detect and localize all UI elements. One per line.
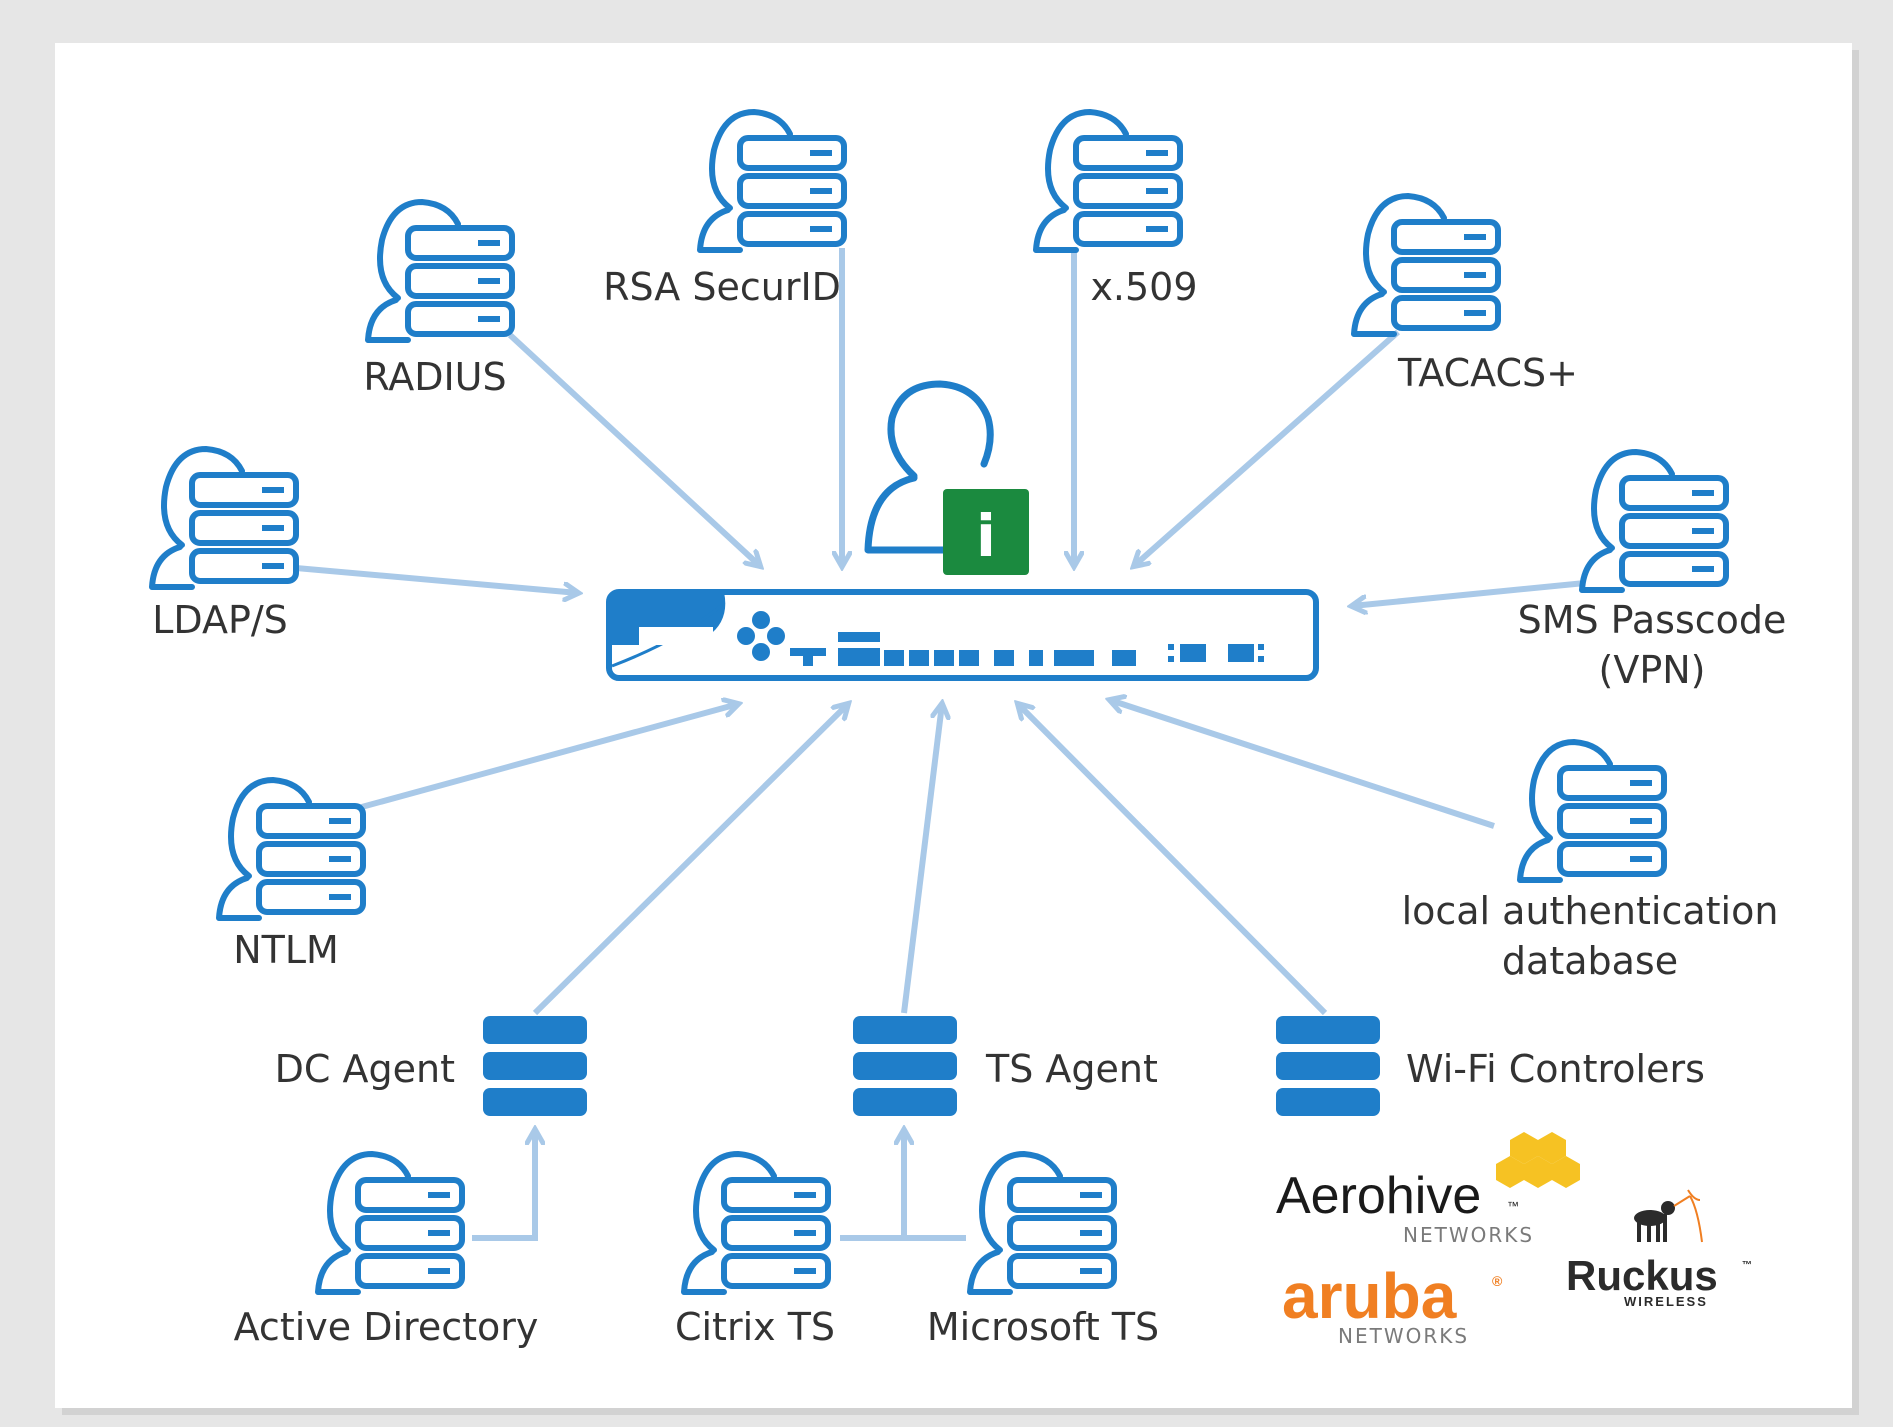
- aerohive-tm: ™: [1507, 1199, 1519, 1213]
- user-server-icon: [219, 780, 363, 918]
- ruckus-subtitle: WIRELESS: [1624, 1294, 1708, 1309]
- user-server-icon: [152, 449, 296, 587]
- node-sms: SMS Passcode (VPN): [1518, 452, 1787, 692]
- user-server-icon: [970, 1154, 1114, 1292]
- node-tacacs: TACACS+: [1354, 196, 1578, 395]
- node-label: NTLM: [233, 928, 339, 972]
- user-server-icon: [1582, 452, 1726, 590]
- node-x509: x.509: [1036, 112, 1198, 309]
- user-server-icon: [684, 1154, 828, 1292]
- arrow-ldap: [295, 565, 578, 593]
- user-server-icon: [1354, 196, 1498, 334]
- node-dcagent: DC Agent: [275, 1016, 587, 1116]
- node-label: Citrix TS: [675, 1305, 835, 1349]
- node-ldap: LDAP/S: [152, 449, 296, 642]
- node-ntlm: NTLM: [219, 780, 363, 972]
- arrow-sms: [1352, 580, 1586, 606]
- node-label: TACACS+: [1397, 351, 1578, 395]
- aerohive-wordmark: Aerohive: [1276, 1167, 1481, 1225]
- arrow-localdb: [1110, 700, 1495, 829]
- arrow-wifi: [1018, 704, 1328, 1016]
- node-label: LDAP/S: [152, 598, 288, 642]
- aruba-subtitle: NETWORKS: [1338, 1324, 1469, 1348]
- ruckus-wordmark: Ruckus: [1566, 1252, 1718, 1299]
- user-server-icon: [1520, 742, 1664, 880]
- user-server-icon: [368, 202, 512, 340]
- node-mstts: Microsoft TS: [927, 1154, 1159, 1349]
- firewall-appliance-icon: [606, 589, 1319, 681]
- ruckus-logo: Ruckus ™ WIRELESS: [1566, 1189, 1752, 1309]
- node-label: x.509: [1090, 265, 1197, 309]
- arrow-ad-to-dcagent: [472, 1130, 535, 1241]
- diagram-frame: [55, 43, 1852, 1408]
- arrow-dcagent: [532, 704, 848, 1016]
- node-wifi: Wi-Fi Controlers: [1276, 1016, 1705, 1116]
- node-radius: RADIUS: [363, 202, 512, 399]
- ruckus-dog-icon: [1634, 1189, 1703, 1243]
- node-ad: Active Directory: [234, 1154, 539, 1349]
- aruba-reg: ®: [1492, 1273, 1503, 1289]
- arrow-radius: [507, 332, 760, 566]
- node-label: DC Agent: [275, 1047, 455, 1091]
- node-localdb: local authentication database: [1402, 742, 1779, 983]
- aruba-wordmark: aruba: [1282, 1260, 1457, 1332]
- node-tsagent: TS Agent: [853, 1016, 1158, 1116]
- aerohive-logo: Aerohive ™ NETWORKS: [1276, 1132, 1580, 1247]
- node-citrix: Citrix TS: [675, 1154, 835, 1349]
- server-icon: [1276, 1016, 1380, 1116]
- node-label: RSA SecurID: [603, 265, 841, 309]
- node-label-line2: (VPN): [1599, 648, 1706, 692]
- node-label: RADIUS: [363, 355, 506, 399]
- node-rsa: RSA SecurID: [603, 112, 844, 309]
- arrow-tsagent: [901, 704, 942, 1014]
- aerohive-hexagons: [1496, 1132, 1580, 1188]
- user-server-icon: [700, 112, 844, 250]
- ruckus-tm: ™: [1742, 1260, 1752, 1271]
- node-label: SMS Passcode: [1518, 598, 1787, 642]
- node-label-line2: database: [1502, 939, 1678, 983]
- node-label: Active Directory: [234, 1305, 539, 1349]
- info-badge: i: [943, 489, 1029, 575]
- user-server-icon: [318, 1154, 462, 1292]
- node-label: TS Agent: [985, 1047, 1158, 1091]
- node-label: local authentication: [1402, 889, 1779, 933]
- aerohive-subtitle: NETWORKS: [1403, 1223, 1534, 1247]
- node-label: Microsoft TS: [927, 1305, 1159, 1349]
- user-icon: [864, 380, 994, 554]
- server-icon: [483, 1016, 587, 1116]
- node-label: Wi-Fi Controlers: [1406, 1047, 1705, 1091]
- arrow-ntlm: [357, 704, 738, 811]
- center-user: i: [864, 380, 1029, 575]
- server-icon: [853, 1016, 957, 1116]
- connectors: [295, 248, 1586, 1241]
- info-badge-text: i: [976, 502, 996, 570]
- user-server-icon: [1036, 112, 1180, 250]
- arrow-tacacs: [1134, 329, 1400, 566]
- aruba-logo: aruba ® NETWORKS: [1282, 1260, 1503, 1348]
